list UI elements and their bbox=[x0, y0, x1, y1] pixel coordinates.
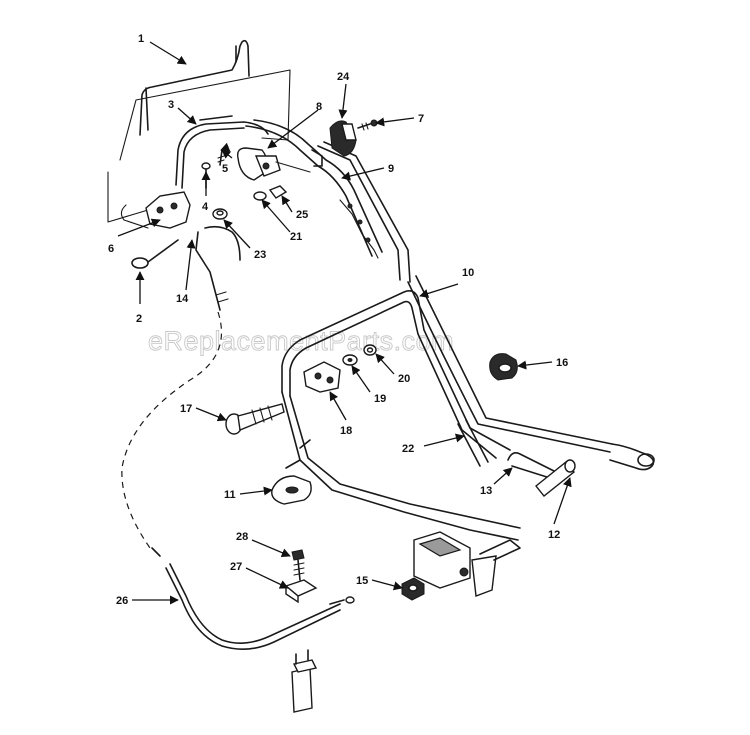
label-24: 24 bbox=[337, 71, 350, 83]
part-7-screw bbox=[357, 119, 378, 131]
label-14: 14 bbox=[176, 293, 189, 305]
label-17: 17 bbox=[180, 403, 192, 415]
label-21: 21 bbox=[290, 231, 302, 243]
part-26-cable bbox=[165, 563, 355, 650]
part-18-bracket bbox=[303, 361, 341, 393]
label-3: 3 bbox=[168, 99, 174, 111]
label-18: 18 bbox=[340, 425, 352, 437]
part-12-pin bbox=[535, 459, 576, 497]
label-22: 22 bbox=[402, 443, 414, 455]
label-13: 13 bbox=[480, 485, 492, 497]
label-15: 15 bbox=[356, 575, 368, 587]
part-28-screw bbox=[291, 549, 305, 581]
part-19-washer bbox=[342, 354, 358, 366]
label-9: 9 bbox=[388, 163, 394, 175]
label-20: 20 bbox=[398, 373, 410, 385]
part-10-lower-handle bbox=[281, 290, 521, 541]
part-11-clip bbox=[271, 475, 312, 505]
part-labels: 1 3 8 24 7 9 5 4 6 25 21 23 2 14 10 16 2… bbox=[108, 33, 568, 607]
label-10: 10 bbox=[462, 267, 474, 279]
leaders bbox=[117, 41, 572, 605]
label-1: 1 bbox=[138, 33, 144, 45]
part-16-clip bbox=[489, 353, 518, 381]
part-17-bolt bbox=[225, 403, 285, 435]
cable-route-dashed bbox=[121, 311, 222, 549]
label-16: 16 bbox=[556, 357, 568, 369]
part-15-nut bbox=[401, 577, 425, 601]
label-25: 25 bbox=[296, 209, 308, 221]
part-2-spring-hook bbox=[131, 239, 179, 269]
label-28: 28 bbox=[236, 531, 248, 543]
part-3-bail-wire bbox=[175, 115, 269, 189]
label-6: 6 bbox=[108, 243, 114, 255]
label-23: 23 bbox=[254, 249, 266, 261]
label-19: 19 bbox=[374, 393, 386, 405]
label-8: 8 bbox=[316, 101, 322, 113]
label-26: 26 bbox=[116, 595, 128, 607]
fasteners-4-5 bbox=[201, 149, 225, 189]
part-24-knob bbox=[329, 120, 357, 157]
part-21-25-nuts bbox=[253, 185, 288, 201]
label-5: 5 bbox=[222, 163, 228, 175]
part-14-rod bbox=[195, 225, 241, 311]
label-11: 11 bbox=[224, 489, 236, 501]
label-12: 12 bbox=[548, 529, 560, 541]
part-6-control-bracket bbox=[120, 191, 191, 229]
part-13-hairpin bbox=[507, 452, 557, 479]
label-27: 27 bbox=[230, 561, 242, 573]
part-27-clamp bbox=[284, 579, 318, 604]
part-8-control-lever bbox=[236, 147, 311, 181]
part-20-nut bbox=[363, 344, 377, 356]
mounting-bracket bbox=[413, 531, 521, 597]
part-9-upper-handle bbox=[245, 119, 411, 283]
part-23-nut bbox=[212, 208, 228, 220]
label-2: 2 bbox=[136, 313, 142, 325]
label-7: 7 bbox=[418, 113, 424, 125]
bottom-connector bbox=[291, 649, 318, 713]
label-4: 4 bbox=[202, 201, 209, 213]
